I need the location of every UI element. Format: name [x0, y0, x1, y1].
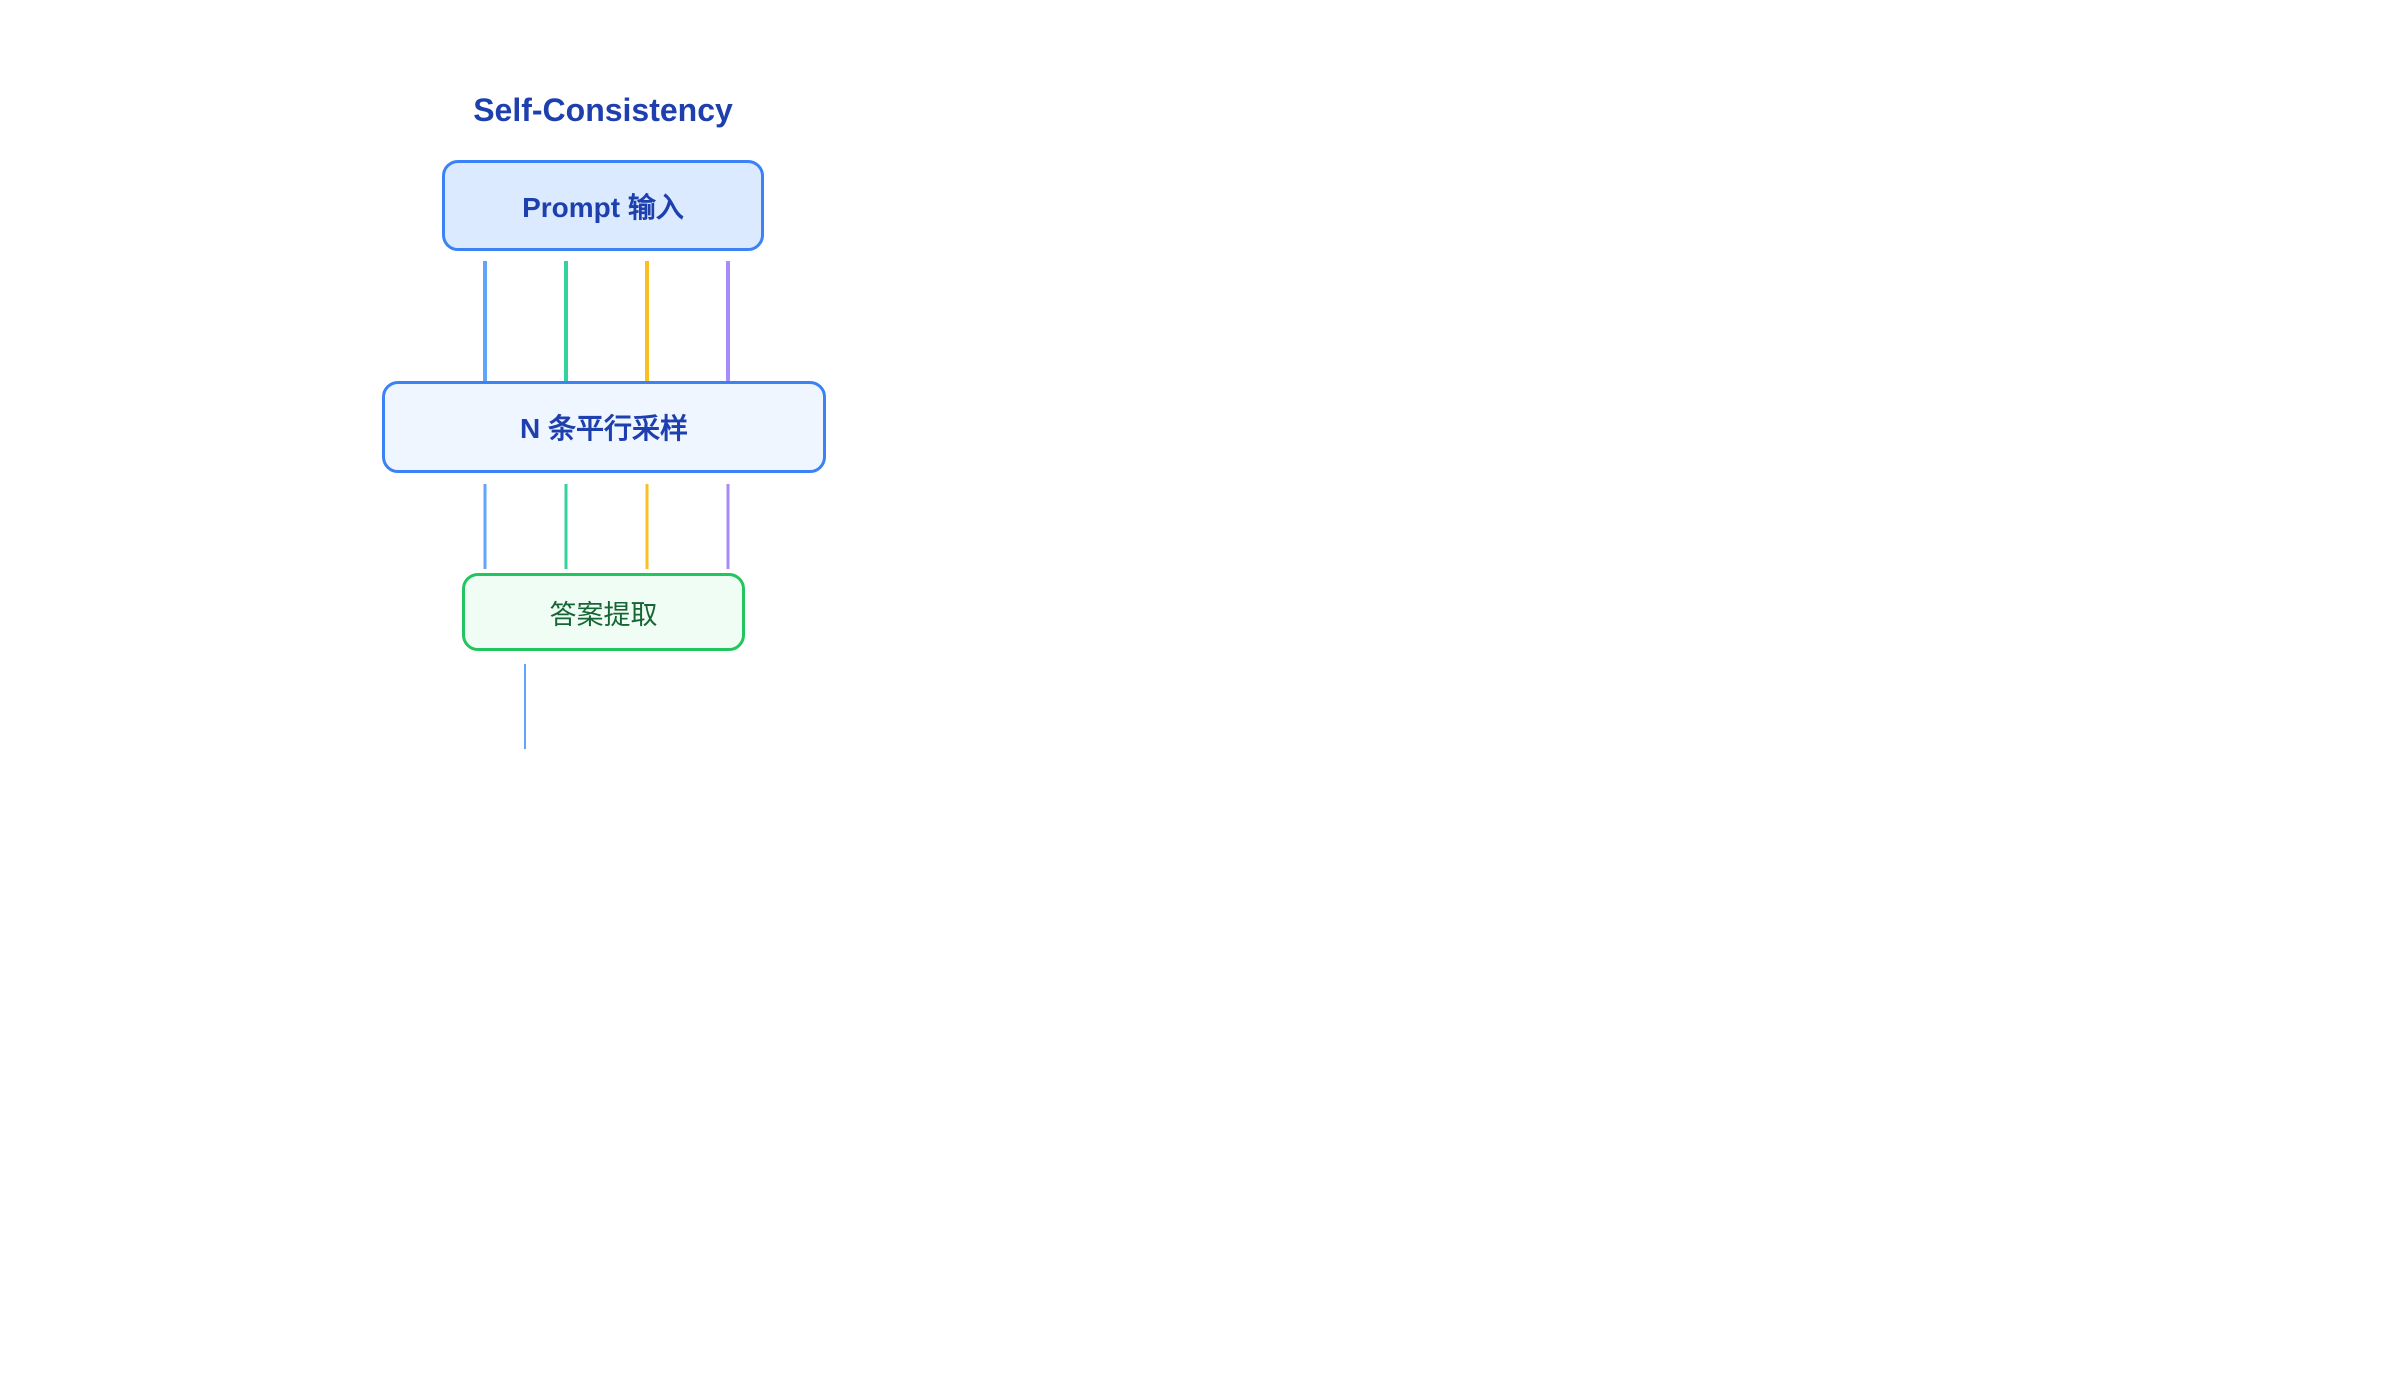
diagram-title: Self-Consistency: [473, 92, 733, 128]
prompt-to-sampling-edges: [483, 261, 730, 383]
prompt-input-label: Prompt 输入: [522, 191, 684, 223]
sampling-to-extract-edges: [483, 484, 730, 569]
parallel-sampling-node: N 条平行采样: [382, 381, 826, 473]
prompt-input-node: Prompt 输入: [442, 160, 764, 251]
answer-extraction-label: 答案提取: [549, 599, 658, 630]
parallel-sampling-label: N 条平行采样: [519, 413, 688, 444]
answer-extraction-node: 答案提取: [462, 573, 745, 651]
